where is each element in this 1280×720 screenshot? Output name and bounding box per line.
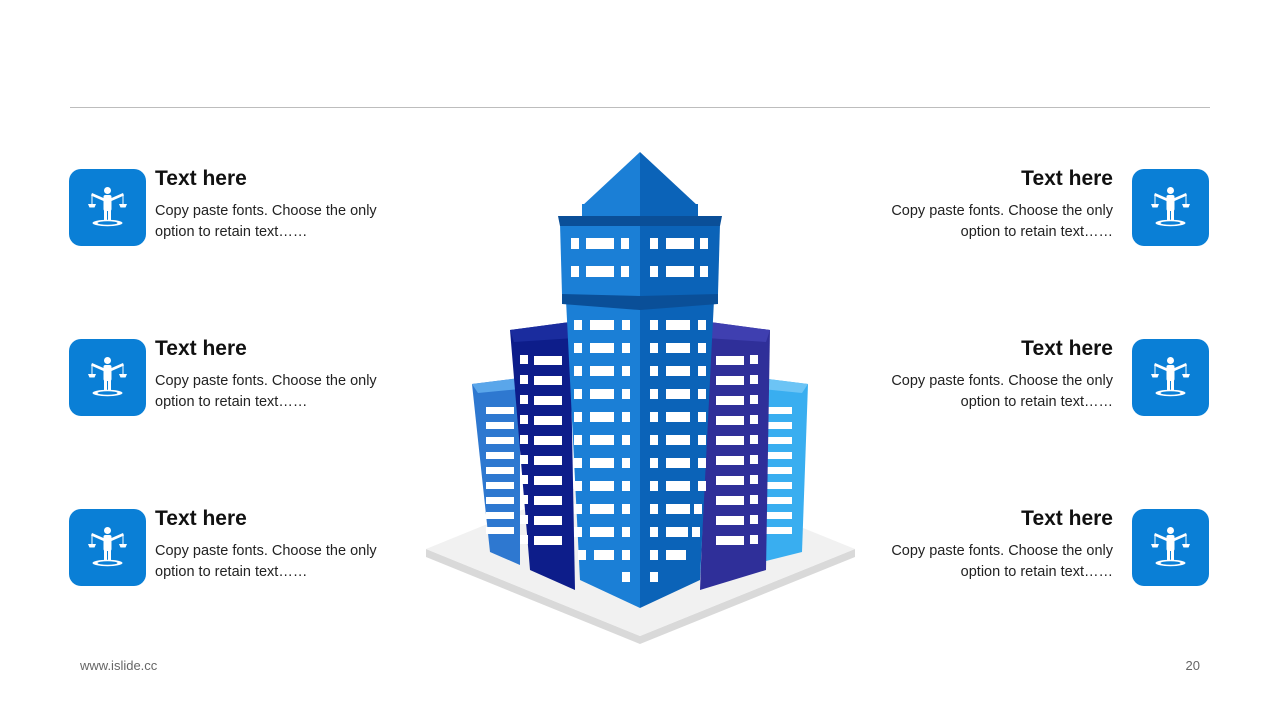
balance-person-icon: [69, 339, 146, 416]
feature-title: Text here: [1021, 507, 1113, 530]
feature-item-right-3: Text here Copy paste fonts. Choose the o…: [869, 507, 1209, 589]
balance-person-icon: [69, 169, 146, 246]
feature-item-right-1: Text here Copy paste fonts. Choose the o…: [869, 167, 1209, 249]
balance-person-icon: [1132, 169, 1209, 246]
feature-description: Copy paste fonts. Choose the only option…: [155, 543, 377, 580]
feature-title: Text here: [155, 507, 247, 530]
feature-title: Text here: [1021, 337, 1113, 360]
feature-description: Copy paste fonts. Choose the only option…: [891, 373, 1113, 410]
feature-title: Text here: [155, 167, 247, 190]
header-divider: [70, 107, 1210, 108]
feature-description: Copy paste fonts. Choose the only option…: [155, 203, 377, 240]
feature-description: Copy paste fonts. Choose the only option…: [891, 203, 1113, 240]
feature-description: Copy paste fonts. Choose the only option…: [155, 373, 377, 410]
feature-item-left-3: Text here Copy paste fonts. Choose the o…: [69, 507, 409, 589]
footer-url: www.islide.cc: [80, 658, 158, 673]
page-number: 20: [1185, 658, 1200, 673]
balance-person-icon: [1132, 509, 1209, 586]
balance-person-icon: [69, 509, 146, 586]
feature-title: Text here: [155, 337, 247, 360]
feature-item-right-2: Text here Copy paste fonts. Choose the o…: [869, 337, 1209, 419]
feature-title: Text here: [1021, 167, 1113, 190]
feature-item-left-2: Text here Copy paste fonts. Choose the o…: [69, 337, 409, 419]
building-illustration: [426, 152, 855, 644]
feature-item-left-1: Text here Copy paste fonts. Choose the o…: [69, 167, 409, 249]
feature-description: Copy paste fonts. Choose the only option…: [891, 543, 1113, 580]
balance-person-icon: [1132, 339, 1209, 416]
